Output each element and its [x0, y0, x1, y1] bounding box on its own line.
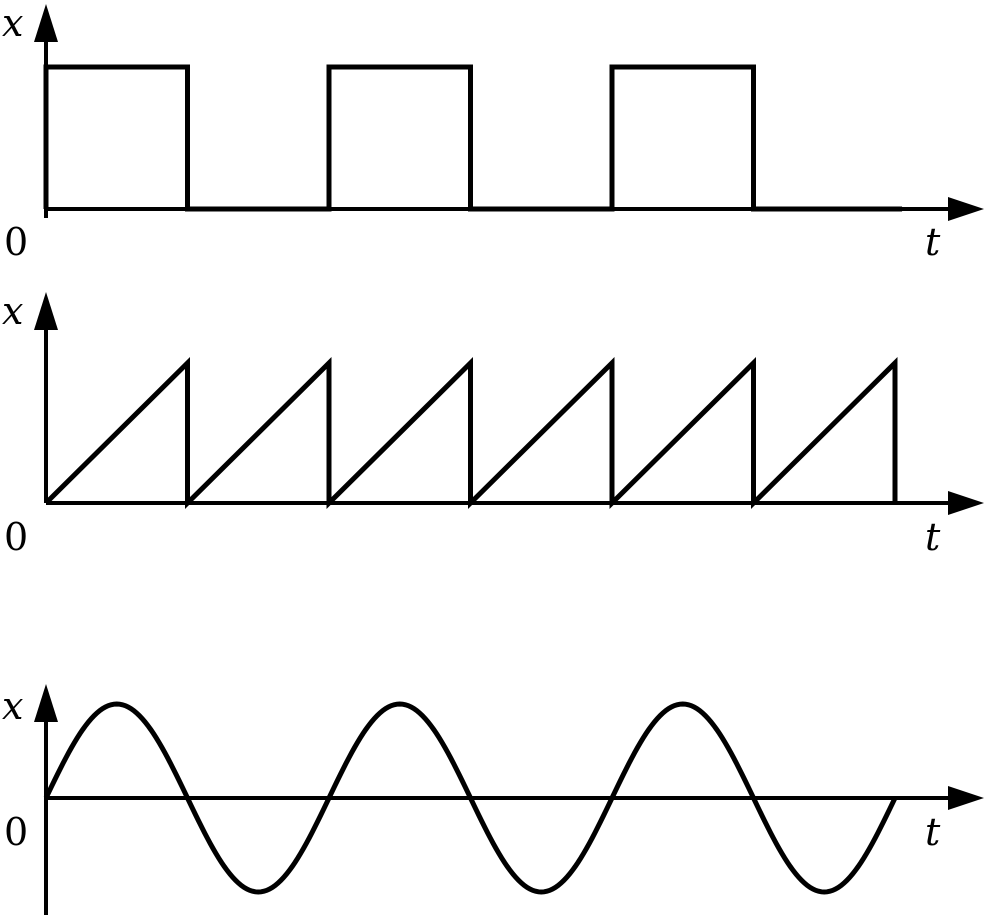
- x-axis-label: t: [925, 220, 941, 264]
- y-axis-label: x: [2, 289, 23, 333]
- sine-wave-panel: x t 0: [2, 684, 984, 915]
- x-axis-arrow-icon: [948, 197, 984, 221]
- x-axis-arrow-icon: [948, 786, 984, 810]
- y-axis-label: x: [2, 684, 23, 728]
- y-axis-arrow-icon: [34, 684, 58, 722]
- x-axis-arrow-icon: [948, 491, 984, 515]
- y-axis-arrow-icon: [34, 4, 58, 42]
- origin-label: 0: [4, 220, 28, 264]
- origin-label: 0: [4, 515, 28, 559]
- square-wave-series: [43, 64, 903, 212]
- x-axis-label: t: [925, 810, 941, 854]
- sine-wave-series: [43, 701, 898, 895]
- y-axis-arrow-icon: [34, 292, 58, 330]
- sawtooth-wave-series: [44, 357, 898, 509]
- origin-label: 0: [4, 810, 28, 854]
- x-axis-label: t: [925, 515, 941, 559]
- sawtooth-wave-panel: x t 0: [2, 289, 984, 559]
- square-wave-panel: x t 0: [2, 1, 984, 264]
- y-axis-label: x: [2, 1, 23, 45]
